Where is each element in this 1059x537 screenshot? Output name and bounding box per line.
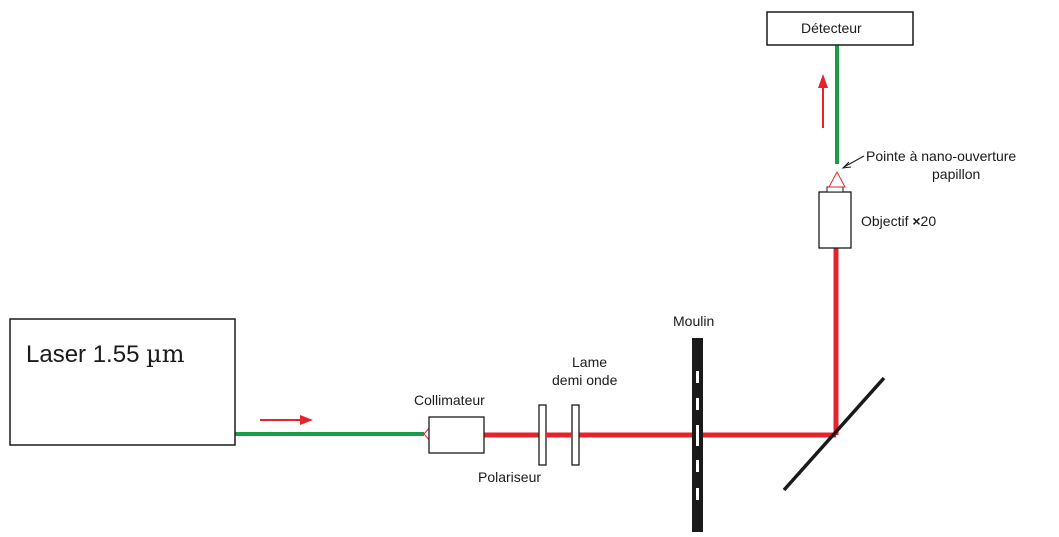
half-wave-plate-label-line1: Lame <box>572 354 607 370</box>
laser-box <box>9 318 236 446</box>
polarizer-plate <box>538 404 547 466</box>
half-wave-plate-label-line2: demi onde <box>552 372 618 388</box>
tip-pointer-arrow-icon <box>841 155 865 169</box>
half-wave-plate <box>571 404 580 466</box>
objective-label: Objectif ×20 <box>861 213 936 229</box>
direction-arrow-right-icon <box>260 415 313 425</box>
nano-aperture-tip <box>828 170 846 188</box>
laser-label: Laser 1.55 µm <box>26 340 185 368</box>
objective-top <box>826 186 844 193</box>
chopper-wheel <box>692 338 703 532</box>
direction-arrow-up-icon <box>818 74 828 128</box>
objective-body <box>818 191 852 249</box>
detector-box <box>766 11 914 46</box>
detector-label: Détecteur <box>801 20 862 36</box>
tip-label-line2: papillon <box>932 166 980 182</box>
mirror <box>782 376 886 492</box>
polarizer-label: Polariseur <box>478 469 541 485</box>
chopper-label: Moulin <box>673 313 714 329</box>
tip-label-line1: Pointe à nano-ouverture <box>866 148 1016 164</box>
collimator <box>423 416 485 454</box>
collimator-label: Collimateur <box>414 392 485 408</box>
